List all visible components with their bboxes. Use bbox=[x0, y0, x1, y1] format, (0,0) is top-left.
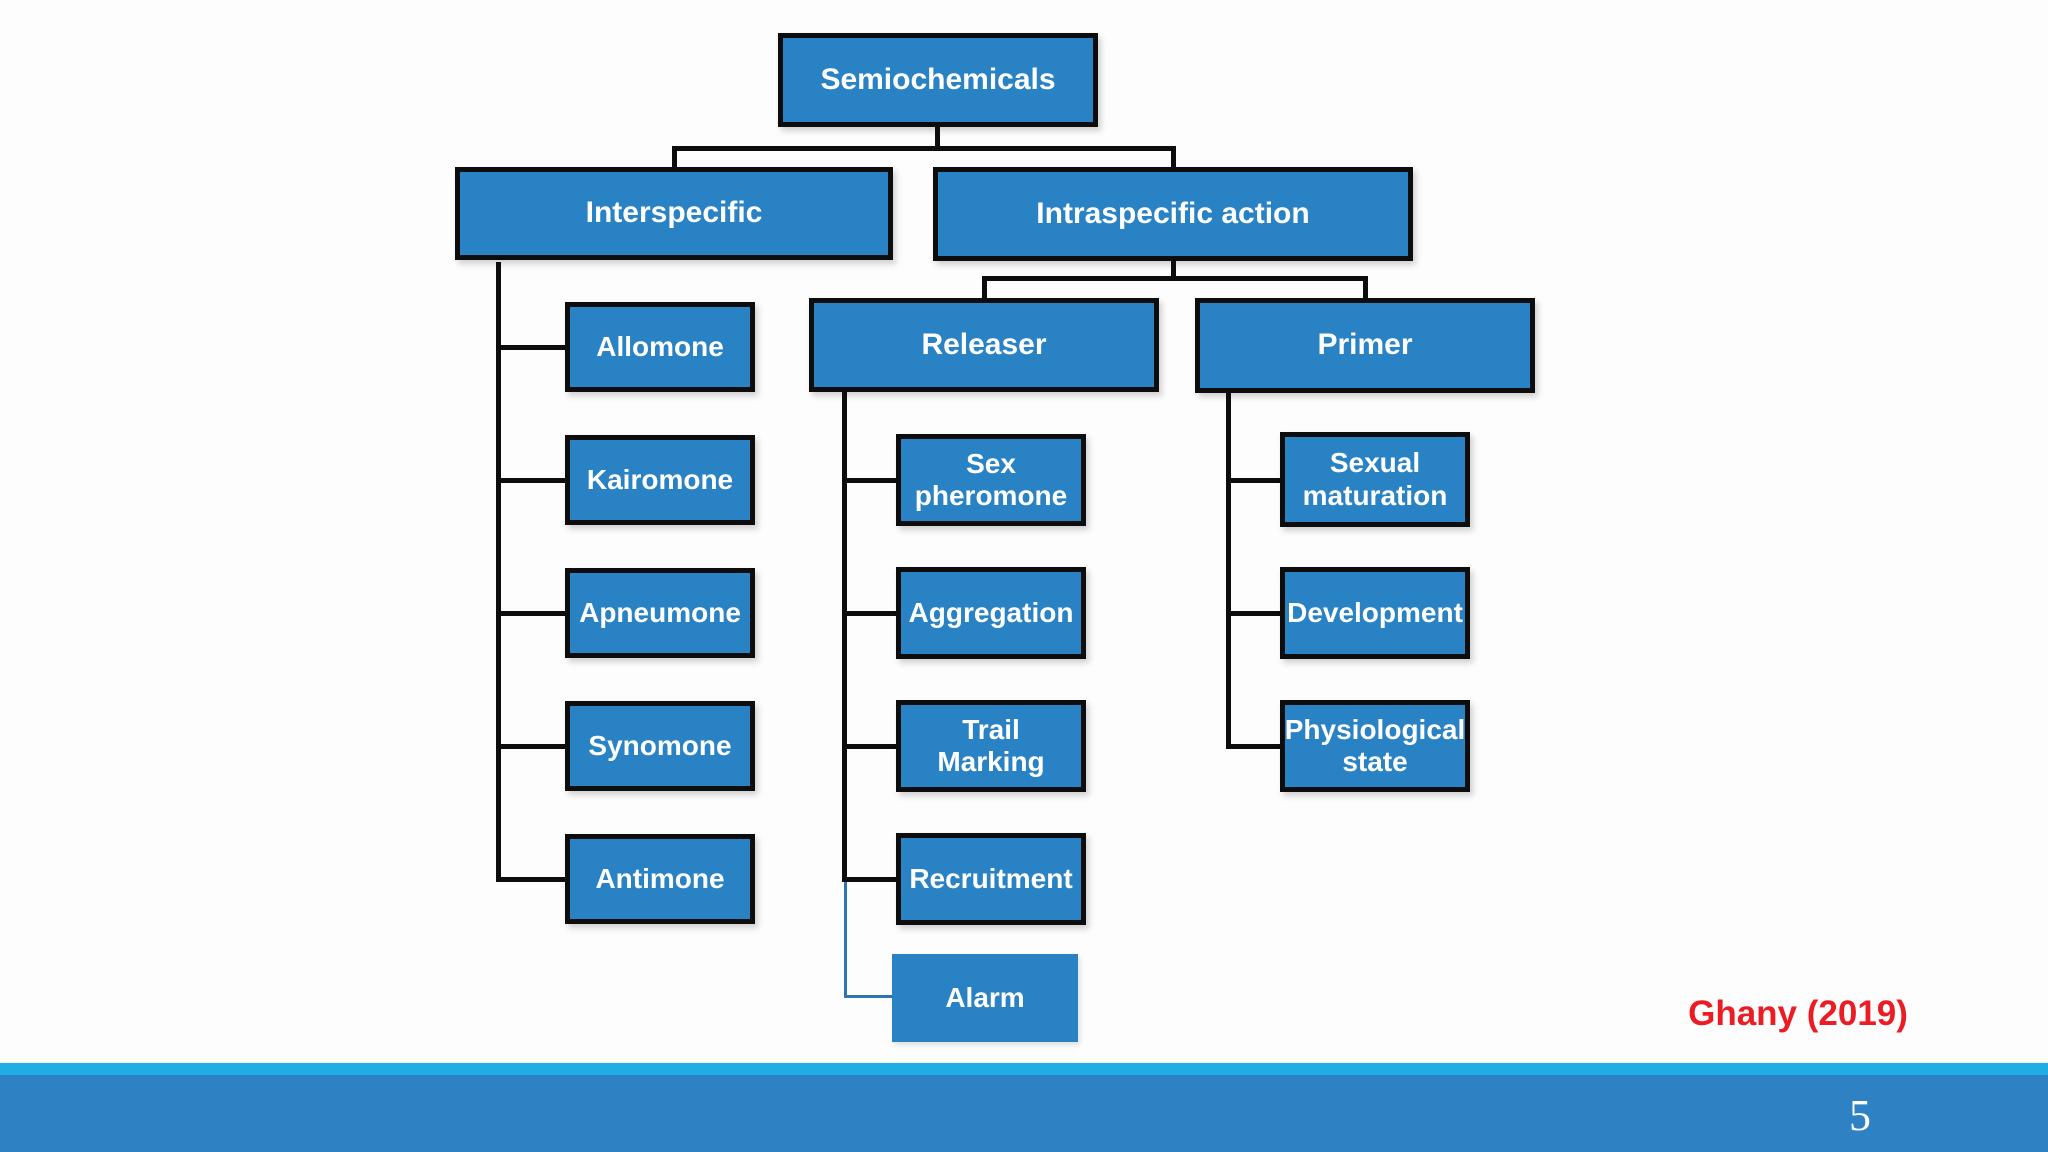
connector-intraspecific-vertical bbox=[1171, 261, 1176, 281]
node-label: Alarm bbox=[945, 981, 1025, 1013]
node-sexual-maturation: Sexual maturation bbox=[1280, 432, 1470, 527]
node-label: Semiochemicals bbox=[820, 62, 1056, 96]
connector-stub-kairomone bbox=[496, 478, 565, 483]
node-label: Intraspecific action bbox=[1036, 196, 1310, 230]
connector-stub-physiological-state bbox=[1226, 744, 1280, 749]
page-number: 5 bbox=[1849, 1090, 1871, 1140]
node-alarm: Alarm bbox=[892, 954, 1078, 1042]
node-label: Sexual maturation bbox=[1302, 447, 1448, 511]
node-label: Antimone bbox=[595, 862, 725, 894]
node-recruitment: Recruitment bbox=[896, 833, 1086, 925]
connector-stub-antimone bbox=[496, 877, 565, 882]
connector-stub-development bbox=[1226, 611, 1280, 616]
node-apneumone: Apneumone bbox=[565, 568, 755, 658]
connector-primer-trunk bbox=[1226, 393, 1231, 748]
node-label: Releaser bbox=[921, 327, 1047, 361]
connector-releaser-drop bbox=[982, 276, 987, 300]
node-sex-pheromone: Sex pheromone bbox=[896, 434, 1086, 526]
connector-primer-drop bbox=[1363, 276, 1368, 300]
node-label: Development bbox=[1287, 596, 1463, 628]
connector-stub-synomone bbox=[496, 744, 565, 749]
connector-releaser-trunk bbox=[842, 392, 847, 882]
node-label: Interspecific bbox=[585, 196, 763, 230]
node-allomone: Allomone bbox=[565, 302, 755, 392]
footer-accent-strip bbox=[0, 1063, 2048, 1075]
connector-alarm-stub bbox=[844, 995, 892, 998]
node-label: Synomone bbox=[588, 729, 732, 761]
connector-stub-sex-pheromone bbox=[842, 478, 896, 483]
node-label: Aggregation bbox=[908, 596, 1074, 628]
node-aggregation: Aggregation bbox=[896, 567, 1086, 659]
connector-stub-aggregation bbox=[842, 611, 896, 616]
connector-interspecific-drop bbox=[672, 146, 677, 169]
node-kairomone: Kairomone bbox=[565, 435, 755, 525]
connector-root-vertical bbox=[935, 127, 940, 151]
node-antimone: Antimone bbox=[565, 834, 755, 924]
connector-level2-horizontal bbox=[982, 276, 1368, 281]
connector-stub-recruitment bbox=[842, 877, 896, 882]
citation-text: Ghany (2019) bbox=[1688, 994, 1908, 1033]
node-label: Sex pheromone bbox=[914, 447, 1068, 511]
node-label: Physiological state bbox=[1284, 713, 1466, 777]
node-label: Trail Marking bbox=[937, 713, 1045, 777]
connector-stub-allomone bbox=[496, 345, 565, 350]
node-development: Development bbox=[1280, 567, 1470, 659]
node-label: Recruitment bbox=[909, 862, 1073, 894]
node-label: Kairomone bbox=[586, 463, 734, 495]
node-label: Primer bbox=[1317, 328, 1413, 362]
footer-bar bbox=[0, 1075, 2048, 1152]
connector-intraspecific-drop bbox=[1171, 146, 1176, 169]
connector-stub-trail-marking bbox=[842, 744, 896, 749]
node-semiochemicals: Semiochemicals bbox=[778, 33, 1098, 127]
connector-alarm-vertical bbox=[844, 882, 847, 998]
connector-stub-apneumone bbox=[496, 611, 565, 616]
node-releaser: Releaser bbox=[809, 298, 1159, 392]
connector-level1-horizontal bbox=[672, 146, 1176, 151]
connector-stub-sexual-maturation bbox=[1226, 478, 1280, 483]
connector-interspecific-trunk bbox=[496, 262, 501, 882]
node-intraspecific-action: Intraspecific action bbox=[933, 167, 1413, 261]
node-physiological-state: Physiological state bbox=[1280, 700, 1470, 792]
node-trail-marking: Trail Marking bbox=[896, 700, 1086, 792]
node-primer: Primer bbox=[1195, 298, 1535, 393]
node-label: Allomone bbox=[596, 330, 724, 362]
node-synomone: Synomone bbox=[565, 701, 755, 791]
node-interspecific: Interspecific bbox=[455, 167, 893, 260]
node-label: Apneumone bbox=[579, 596, 741, 628]
